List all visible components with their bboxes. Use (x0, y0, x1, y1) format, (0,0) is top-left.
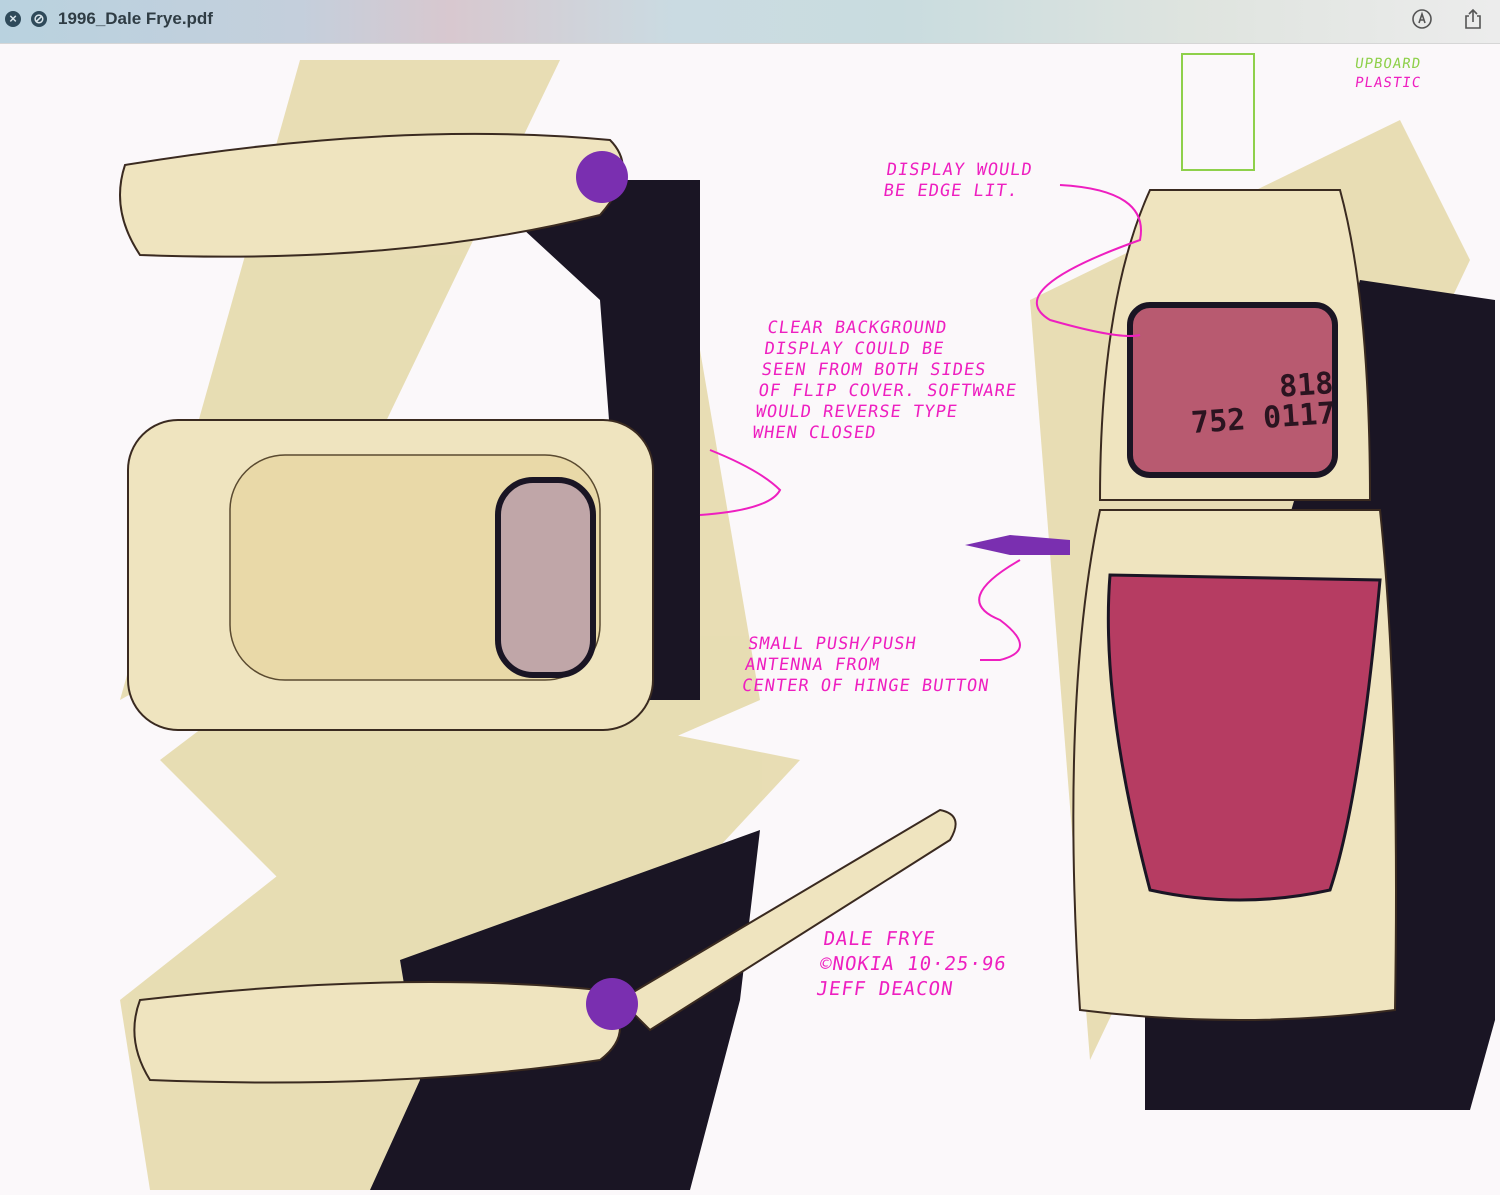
annotation-credits: DALE FRYE ©NOKIA 10·25·96 JEFF DEACON (815, 928, 1009, 1000)
title-bar: × ⊘ 1996_Dale Frye.pdf (0, 0, 1500, 44)
pdf-page: UPBOARD PLASTIC DISPLAY WOULD BE EDGE LI… (0, 44, 1500, 1195)
annotation-edge-lit: DISPLAY WOULD BE EDGE LIT. (882, 160, 1035, 201)
phone-closed-front (127, 419, 654, 731)
phone-side-view-open (133, 808, 957, 1190)
display-digits: 818 752 0117 (1189, 366, 1337, 441)
close-icon[interactable]: × (5, 11, 21, 27)
annotation-antenna: SMALL PUSH/PUSH ANTENNA FROM CENTER OF H… (740, 634, 991, 696)
share-icon[interactable] (1462, 8, 1484, 30)
sketch-illustration (119, 53, 1495, 1190)
annotation-clear-background: CLEAR BACKGROUND DISPLAY COULD BE SEEN F… (751, 318, 1019, 443)
document-title: 1996_Dale Frye.pdf (58, 9, 213, 28)
block-icon[interactable]: ⊘ (31, 11, 47, 27)
leader-lines (699, 184, 1142, 661)
annotation-upboard: UPBOARD (1353, 56, 1423, 72)
phone-open-front (965, 53, 1495, 1110)
annotation-plastic: PLASTIC (1353, 75, 1423, 91)
markup-icon[interactable] (1411, 8, 1433, 30)
